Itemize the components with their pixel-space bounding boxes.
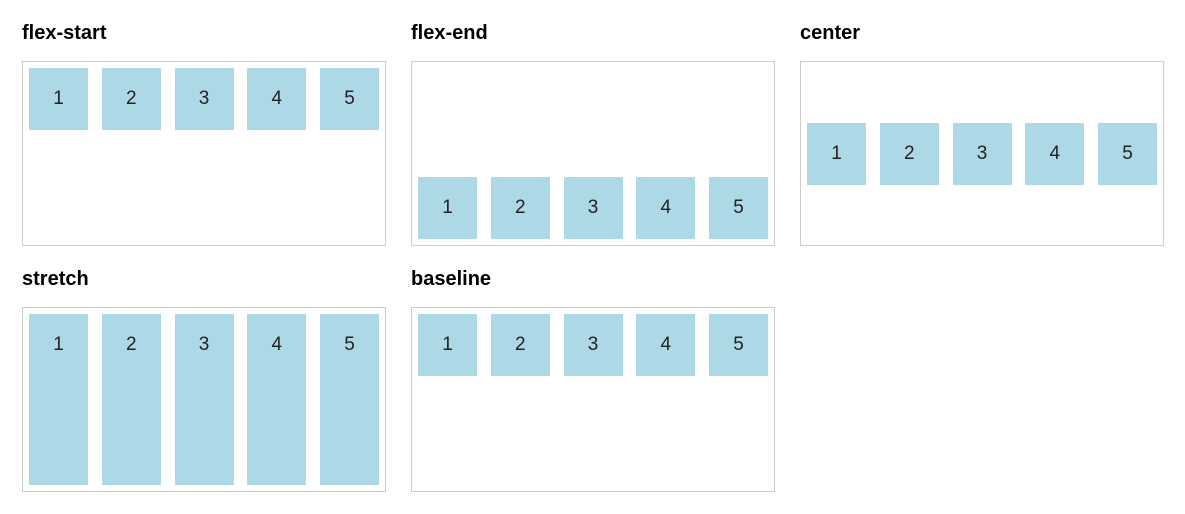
panel-title: stretch [22,268,89,290]
align-items-panel-flex-start: flex-start 1 2 3 4 5 [22,22,386,246]
align-items-panel-flex-end: flex-end 1 2 3 4 5 [411,22,775,246]
panel-title: flex-start [22,22,107,44]
flex-item: 4 [247,68,307,130]
align-items-panel-center: center 1 2 3 4 5 [800,22,1164,246]
panel-title: center [800,22,861,44]
flex-container: 1 2 3 4 5 [22,307,386,492]
panel-title: baseline [411,268,492,290]
flex-item: 3 [563,314,623,376]
flex-item: 1 [29,68,88,130]
align-items-demo-grid: flex-start 1 2 3 4 5 flex-end 1 2 3 4 5 … [22,22,1166,514]
flex-item: 2 [101,68,161,130]
flex-item: 4 [636,177,696,239]
flex-item: 3 [174,314,234,485]
flex-item: 5 [709,314,768,376]
flex-item: 2 [490,177,550,239]
flex-container: 1 2 3 4 5 [411,307,775,492]
flex-item: 5 [1098,122,1157,185]
flex-item: 1 [29,314,88,485]
flex-container: 1 2 3 4 5 [22,61,386,246]
flex-container: 1 2 3 4 5 [800,61,1164,246]
flex-item: 1 [807,122,866,185]
flex-item: 5 [320,68,379,130]
flex-item: 4 [636,314,696,376]
flex-item: 5 [709,177,768,239]
align-items-panel-stretch: stretch 1 2 3 4 5 [22,268,386,492]
flex-item: 3 [952,122,1012,185]
flex-item: 2 [101,314,161,485]
flex-item: 2 [490,314,550,376]
flex-item: 3 [174,68,234,130]
panel-title: flex-end [411,22,488,44]
flex-item: 4 [1025,122,1085,185]
flex-container: 1 2 3 4 5 [411,61,775,246]
flex-item: 1 [418,177,477,239]
flex-item: 4 [247,314,307,485]
flex-item: 1 [418,314,477,376]
align-items-panel-baseline: baseline 1 2 3 4 5 [411,268,775,492]
flex-item: 5 [320,314,379,485]
flex-item: 3 [563,177,623,239]
flex-item: 2 [879,122,939,185]
